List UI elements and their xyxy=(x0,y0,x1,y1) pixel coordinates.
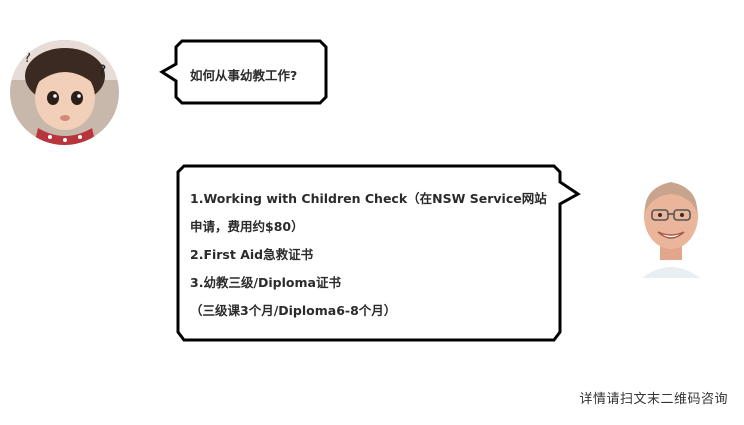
svg-text:?: ? xyxy=(98,61,107,80)
question-text: 如何从事幼教工作? xyxy=(190,68,298,83)
answer-line: 1.Working with Children Check（在NSW Servi… xyxy=(190,191,547,206)
answer-line: 2.First Aid急救证书 xyxy=(190,247,314,262)
answer-bubble xyxy=(176,164,581,342)
answer-line: 3.幼教三级/Diploma证书 xyxy=(190,275,341,290)
svg-text:?: ? xyxy=(24,51,31,66)
answer-line: 申请，费用约$80） xyxy=(190,219,304,234)
footer-note: 详情请扫文末二维码咨询 xyxy=(579,392,728,407)
baby-avatar: ? ? xyxy=(10,40,119,145)
answer-text: 1.Working with Children Check（在NSW Servi… xyxy=(190,190,547,330)
answer-line: （三级课3个月/Diploma6-8个月） xyxy=(190,303,397,318)
question-bubble xyxy=(159,39,328,105)
man-avatar xyxy=(630,170,712,278)
